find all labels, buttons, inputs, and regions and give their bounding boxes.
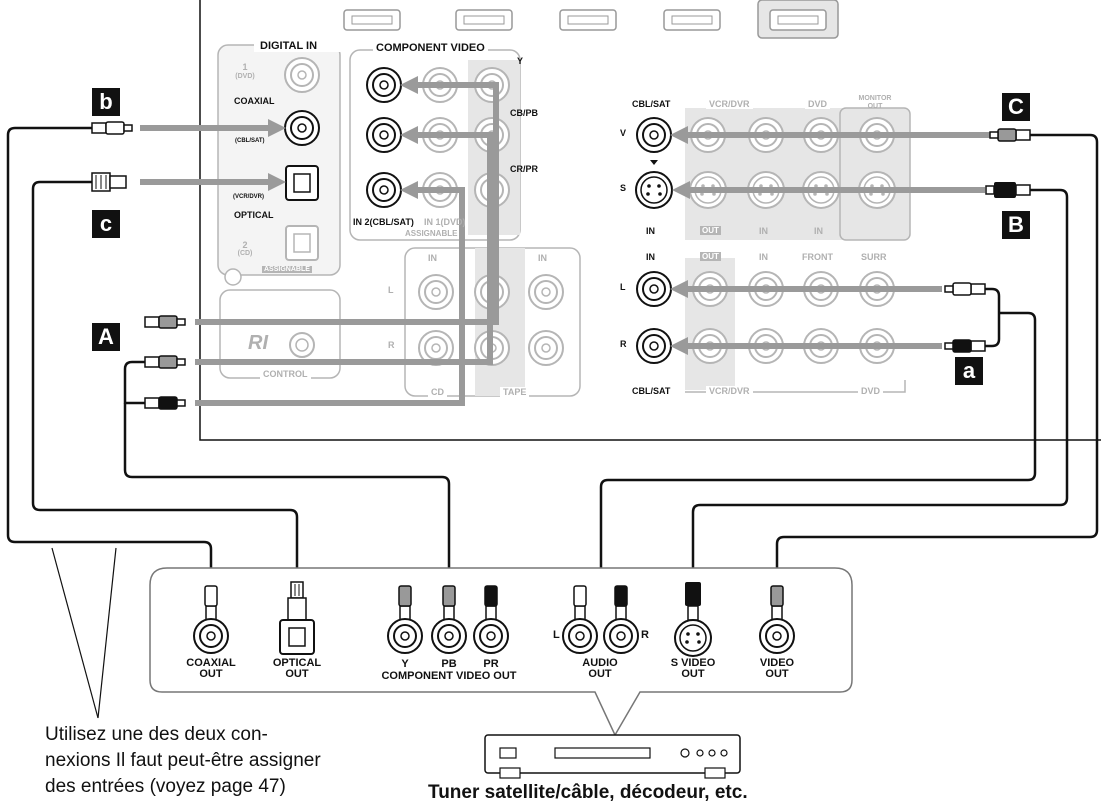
- video-s-label: S: [620, 183, 627, 193]
- audio-right-in-label: IN: [646, 252, 655, 262]
- cd-label: CD: [428, 387, 447, 397]
- coaxial-out-line1: COAXIAL: [186, 657, 236, 669]
- component-cb-label: CB/PB: [510, 108, 539, 118]
- tag-A: A: [92, 323, 120, 351]
- audio-left-in2-label: IN: [538, 253, 547, 263]
- component-in2-label: IN 2(CBL/SAT): [353, 217, 414, 227]
- device-title: Tuner satellite/câble, décodeur, etc.: [428, 782, 748, 803]
- optical-out-label: OPTICAL OUT: [273, 658, 321, 680]
- video-vcr-dvr-label: VCR/DVR: [706, 99, 753, 109]
- audio-out-line2: OUT: [588, 668, 612, 680]
- ri-control-label: CONTROL: [260, 369, 311, 379]
- surr-label: SURR: [861, 252, 887, 262]
- usage-note-line2: nexions Il faut peut-être assigner: [45, 750, 321, 771]
- component-video-out-label: COMPONENT VIDEO OUT: [381, 670, 517, 682]
- svideo-out-line1: S VIDEO: [670, 657, 716, 669]
- component-in1-label: IN 1(DVD): [424, 217, 466, 227]
- optical-out-line1: OPTICAL: [272, 657, 322, 669]
- audio-vcr-dvr-label: VCR/DVR: [706, 386, 753, 396]
- video-out-line2: OUT: [765, 668, 789, 680]
- ri-logo: RI: [248, 332, 268, 354]
- component-assignable: ASSIGNABLE: [405, 229, 458, 238]
- front-label: FRONT: [802, 252, 833, 262]
- vcr-sub: (VCR/DVR): [233, 194, 264, 200]
- pb-out-label: PB: [441, 658, 457, 670]
- digital-assignable: ASSIGNABLE: [262, 266, 312, 273]
- usage-note-line3: des entrées (voyez page 47): [45, 776, 286, 797]
- optical-label: OPTICAL: [234, 210, 274, 220]
- audio-right-l-label: L: [620, 282, 626, 292]
- coaxial-out-label: COAXIAL OUT: [186, 658, 236, 680]
- digital-in-2-sub: (CD): [237, 250, 253, 257]
- digital-in-title: DIGITAL IN: [260, 40, 318, 52]
- digital-in-1-label: 1: [242, 62, 248, 72]
- video-out-label: OUT: [700, 226, 721, 235]
- audio-right-r-label: R: [620, 339, 627, 349]
- component-video-title: COMPONENT VIDEO: [373, 42, 488, 54]
- coaxial-out-line2: OUT: [199, 668, 223, 680]
- audio-dvd-label: DVD: [858, 386, 884, 396]
- video-in2-label: IN: [759, 226, 768, 236]
- audio-right-in2-label: IN: [759, 252, 768, 262]
- tag-B: B: [1002, 211, 1030, 239]
- video-v-label: V: [620, 128, 627, 138]
- tag-C: C: [1002, 93, 1030, 121]
- digital-in-1-sub: (DVD): [235, 73, 255, 80]
- audio-out-label: AUDIO OUT: [582, 658, 617, 680]
- pr-out-label: PR: [483, 658, 499, 670]
- video-in3-label: IN: [814, 226, 823, 236]
- coaxial-label: COAXIAL: [234, 96, 275, 106]
- video-out-label: VIDEO OUT: [760, 658, 794, 680]
- video-out-line1: VIDEO: [759, 657, 795, 669]
- usage-note: Utilisez une des deux con- nexions Il fa…: [45, 722, 321, 800]
- audio-left-r-label: R: [388, 340, 395, 350]
- audio-left-l-label: L: [388, 285, 394, 295]
- tag-a: a: [955, 357, 983, 385]
- audio-right-out-label: OUT: [700, 252, 721, 261]
- y-out-label: Y: [401, 658, 409, 670]
- video-cbl-sat-label: CBL/SAT: [632, 99, 671, 109]
- usage-note-line1: Utilisez une des deux con-: [45, 724, 268, 745]
- svideo-out-label: S VIDEO OUT: [671, 658, 716, 680]
- optical-out-line2: OUT: [285, 668, 309, 680]
- coaxial-sub: (CBL/SAT): [235, 138, 265, 144]
- component-y-label: Y: [517, 56, 524, 66]
- audio-out-line1: AUDIO: [582, 657, 618, 669]
- audio-l-out-label: L: [553, 629, 560, 641]
- tape-label: TAPE: [500, 387, 530, 397]
- video-dvd-label: DVD: [805, 99, 831, 109]
- monitor-out-label: MONITOR OUT: [858, 95, 892, 110]
- tag-c: c: [92, 210, 120, 238]
- svideo-out-line2: OUT: [681, 668, 705, 680]
- audio-left-in-label: IN: [428, 253, 437, 263]
- tag-b: b: [92, 88, 120, 116]
- audio-cbl-sat-label: CBL/SAT: [632, 386, 671, 396]
- audio-r-out-label: R: [641, 629, 649, 641]
- video-in-label: IN: [646, 226, 655, 236]
- digital-in-2-label: 2: [242, 240, 248, 250]
- component-cr-label: CR/PR: [510, 164, 539, 174]
